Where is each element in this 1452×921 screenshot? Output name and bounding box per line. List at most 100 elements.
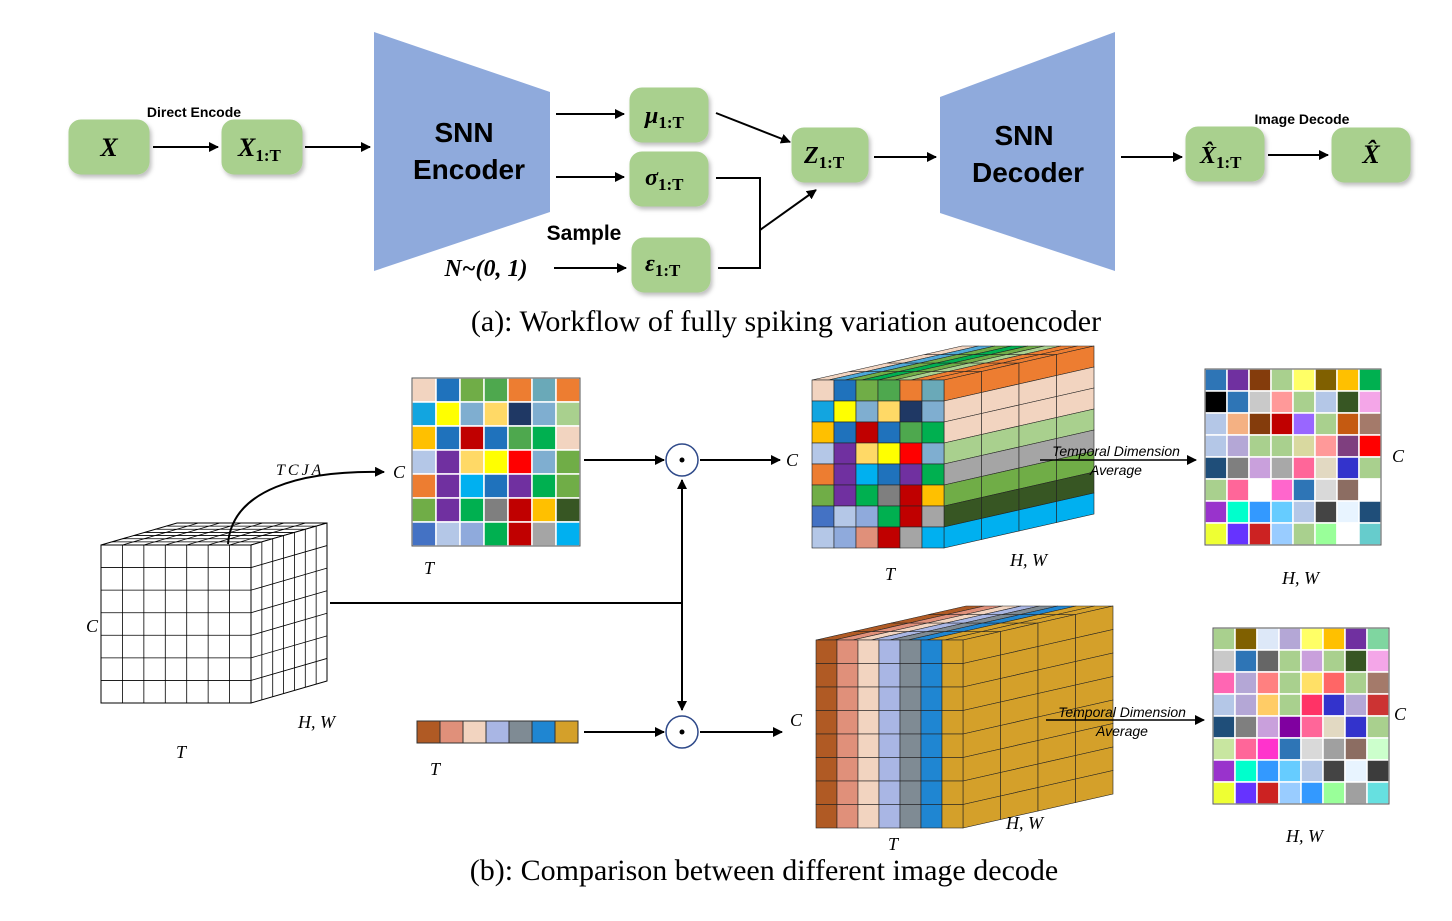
avg-top-cell [1314,500,1338,524]
avg-bottom-cell [1322,737,1346,761]
encoder-title-line1: SNN [434,117,493,148]
tc-matrix-cell [555,425,581,451]
tcja-cube-front-cell [921,526,945,549]
temporal-cube-front-cell [836,733,859,758]
tc-attention-matrix [411,377,581,547]
avg-bottom-cell [1256,693,1280,717]
avg-bottom-cell [1278,693,1302,717]
snn-encoder-block [374,32,550,271]
temporal-cube-front-cell [899,804,922,829]
avg-bottom-cell [1300,627,1324,651]
avg-bottom-cell [1300,781,1324,805]
tc-matrix-cell [531,497,557,523]
temporal-cube-front-cell [815,804,838,829]
avg-bottom-cell [1256,649,1280,673]
avg-top-cell [1358,390,1382,414]
top-cube-t-label: T [885,564,897,584]
temporal-cube-front-cell [899,733,922,758]
temporal-cube-front-cell [920,780,943,805]
avg-bottom-cell [1256,759,1280,783]
tc-matrix-cell [411,497,437,523]
tcja-cube-front-cell [855,505,879,528]
avg-top-cell [1358,434,1382,458]
avg-bottom-cell [1322,781,1346,805]
temporal-output-cube [815,605,1114,829]
avg-top-cell [1204,434,1228,458]
avg-top-cell [1314,478,1338,502]
tcja-cube-front-cell [833,526,857,549]
node-xhat: X̂ [1331,127,1411,183]
avg-bottom-cell [1212,781,1236,805]
avg-top-cell [1226,390,1250,414]
avg-top-cell [1292,412,1316,436]
avg-top-cell [1336,368,1360,392]
tc-matrix-cell [555,449,581,475]
avg-bottom-c-label: C [1394,704,1407,724]
tc-matrix-cell [435,521,461,547]
avg-top-cell [1336,390,1360,414]
averaged-output-top [1204,368,1382,546]
input-cube-gridline [186,522,263,546]
temporal-cube-front-cell [836,710,859,735]
tc-matrix-cell [555,377,581,403]
tcja-label: TCJA [276,462,324,479]
tc-matrix-cell [459,425,485,451]
input-cube-side-face [250,522,328,704]
temporal-avg-top-line1: Temporal Dimension [1052,443,1180,459]
avg-bottom-hw-label: H, W [1285,826,1325,846]
avg-bottom-cell [1278,737,1302,761]
caption-b: (b): Comparison between different image … [470,854,1058,887]
input-cube-gridline [250,545,328,568]
avg-bottom-cell [1366,781,1390,805]
avg-bottom-cell [1234,781,1258,805]
tc-matrix-cell [435,377,461,403]
node-sigma-subscript: 1:T [658,175,684,194]
avg-top-cell [1270,412,1294,436]
tcja-cube-front-cell [855,463,879,486]
temporal-cube-front-cell [899,780,922,805]
temporal-cube-front-cell [920,757,943,782]
avg-bottom-cell [1234,649,1258,673]
avg-top-cell [1248,412,1272,436]
tcja-cube-front-cell [833,505,857,528]
avg-bottom-cell [1366,693,1390,717]
avg-bottom-cell [1300,693,1324,717]
avg-bottom-cell [1366,649,1390,673]
tcja-cube-front-cell [855,442,879,465]
avg-top-cell [1292,434,1316,458]
avg-bottom-cell [1366,759,1390,783]
temporal-cube-front-cell [941,804,964,829]
tcja-cube-side-cell [1056,492,1095,523]
avg-top-c-label: C [1392,446,1405,466]
avg-bottom-cell [1278,627,1302,651]
input-cube-gridline [250,658,328,681]
temporal-cube-front-cell [878,780,901,805]
avg-bottom-cell [1322,627,1346,651]
avg-bottom-cell [1278,671,1302,695]
temporal-cube-front-cell [878,804,901,829]
avg-bottom-cell [1300,715,1324,739]
node-x1t: X1:T [221,119,303,175]
tcja-cube-front-cell [899,442,923,465]
tc-matrix-cell [483,401,509,427]
input-cube-gridline [250,635,328,659]
svg-text:X̂1:T: X̂1:T [1199,142,1242,172]
workflow-diagram: X X1:T Direct Encode SNN Encoder μ1:T σ1… [68,32,1411,338]
input-cube-gridline [229,522,306,546]
temporal-cube-front-cell [815,663,838,688]
tc-matrix-cell [507,449,533,475]
avg-top-cell [1248,500,1272,524]
avg-bottom-cell [1300,649,1324,673]
input-cube-gridline [250,612,328,636]
temporal-cube-front-cell [941,757,964,782]
node-x1t-label: X [237,133,256,162]
svg-text:μ1:T: μ1:T [643,103,685,132]
avg-bottom-cell [1322,715,1346,739]
avg-top-cell [1270,434,1294,458]
temporal-cube-front-cell [941,639,964,664]
avg-bottom-cell [1234,759,1258,783]
avg-bottom-cell [1234,671,1258,695]
avg-bottom-cell [1256,781,1280,805]
tc-matrix-cell [483,473,509,499]
temporal-cube-front-cell [857,780,880,805]
